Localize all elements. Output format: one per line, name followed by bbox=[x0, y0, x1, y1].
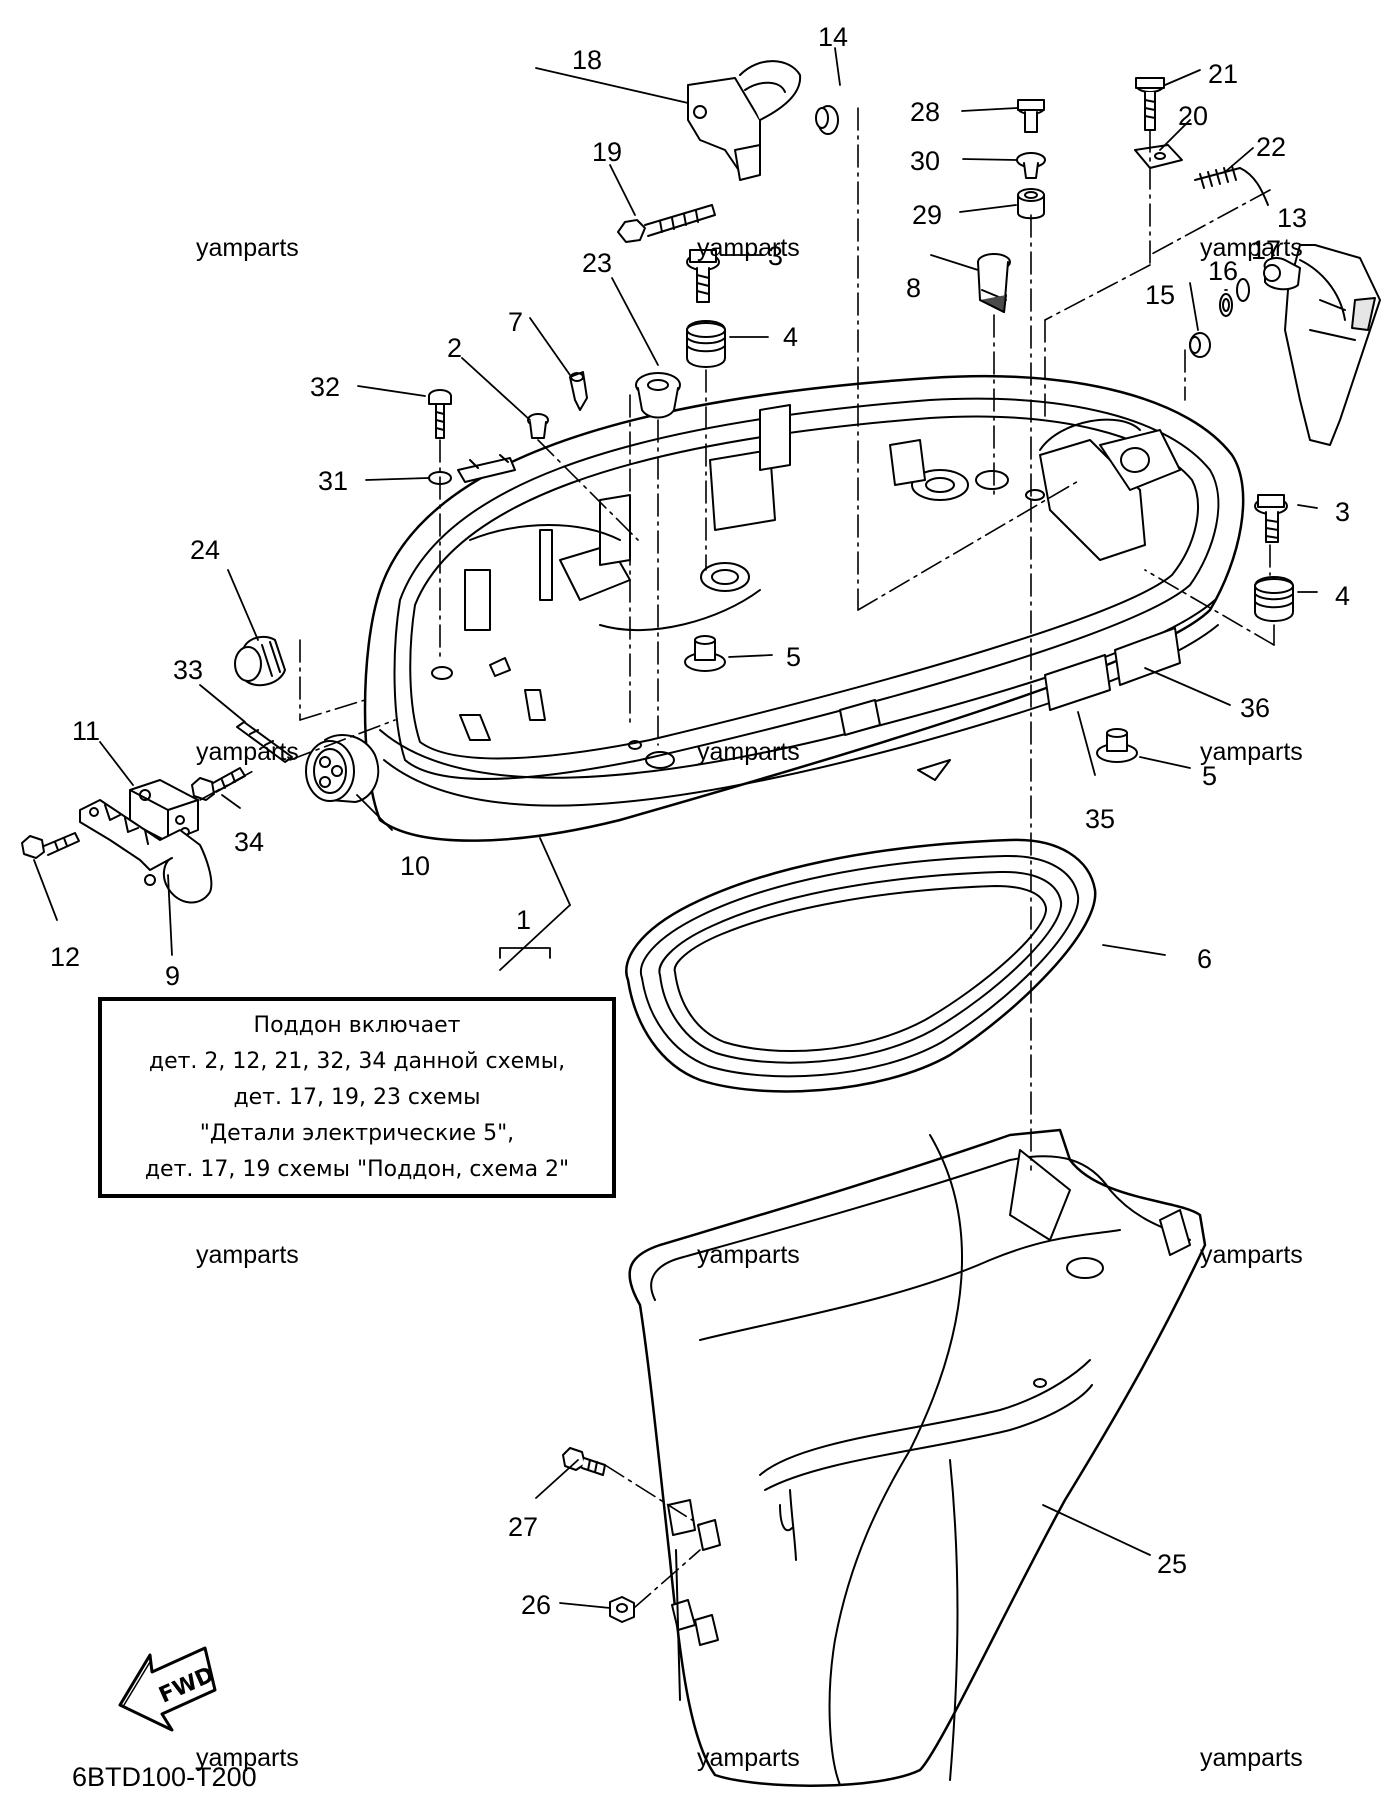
note-line: дет. 2, 12, 21, 32, 34 данной схемы, bbox=[148, 1048, 566, 1074]
note-line: "Детали электрические 5", bbox=[199, 1120, 515, 1146]
lever-13 bbox=[1263, 244, 1381, 446]
watermark: yamparts bbox=[196, 1241, 299, 1269]
collar-5-right bbox=[1096, 728, 1138, 763]
plug-2 bbox=[527, 413, 549, 439]
grommet-23 bbox=[635, 372, 681, 419]
callout-26: 26 bbox=[521, 1590, 552, 1620]
figure-code: 6BTD100-T200 bbox=[72, 1762, 257, 1792]
callout-21: 21 bbox=[1208, 59, 1239, 89]
note-line: Поддон включает bbox=[253, 1012, 461, 1038]
callout-14: 14 bbox=[818, 22, 849, 52]
apron bbox=[628, 1128, 1207, 1787]
callout-16: 16 bbox=[1208, 256, 1239, 286]
callout-29: 29 bbox=[912, 200, 943, 230]
note-line: дет. 17, 19 схемы "Поддон, схема 2" bbox=[144, 1156, 570, 1182]
watermark: yamparts bbox=[1200, 234, 1303, 262]
callout-11: 11 bbox=[72, 716, 101, 746]
washers-15-16-17 bbox=[1189, 278, 1250, 358]
callout-10: 10 bbox=[400, 851, 431, 881]
watermark: yamparts bbox=[697, 738, 800, 766]
callout-27: 27 bbox=[508, 1512, 539, 1542]
callout-17: 17 bbox=[1251, 235, 1282, 265]
collar-5-left bbox=[684, 635, 726, 672]
grommet-29 bbox=[1017, 188, 1045, 220]
callout-31: 31 bbox=[318, 466, 349, 496]
callout-3-top: 3 bbox=[768, 241, 784, 271]
nut-26 bbox=[609, 1596, 635, 1623]
callout-28: 28 bbox=[910, 97, 941, 127]
bolt-19 bbox=[617, 204, 716, 243]
fwd-arrow-icon bbox=[118, 1646, 217, 1732]
assembly-lines bbox=[199, 107, 1275, 1609]
callout-15: 15 bbox=[1145, 280, 1176, 310]
callout-4-right: 4 bbox=[1335, 581, 1351, 611]
leader-lines bbox=[33, 47, 1318, 1609]
callout-18: 18 bbox=[572, 45, 603, 75]
watermark: yamparts bbox=[697, 1241, 800, 1269]
callout-13: 13 bbox=[1277, 203, 1308, 233]
plate-20 bbox=[1134, 144, 1183, 169]
grommet-14 bbox=[815, 105, 839, 135]
callout-20: 20 bbox=[1178, 101, 1209, 131]
bolt-3-top bbox=[686, 249, 720, 303]
callout-34: 34 bbox=[234, 827, 265, 857]
bolt-21 bbox=[1135, 77, 1165, 131]
plate-33 bbox=[236, 721, 293, 763]
watermark: yamparts bbox=[196, 738, 299, 766]
callout-8: 8 bbox=[906, 273, 922, 303]
grommet-24 bbox=[234, 635, 286, 687]
plug-8 bbox=[977, 253, 1011, 313]
callout-25: 25 bbox=[1157, 1549, 1188, 1579]
watermark: yamparts bbox=[697, 1744, 800, 1772]
clamp-9 bbox=[79, 799, 213, 904]
watermark: yamparts bbox=[196, 234, 299, 262]
callout-32: 32 bbox=[310, 372, 341, 402]
callout-22: 22 bbox=[1256, 132, 1287, 162]
watermark: yamparts bbox=[1200, 1744, 1303, 1772]
rubber-mount-4-top bbox=[686, 320, 726, 368]
callout-9: 9 bbox=[165, 961, 181, 991]
bolt-27 bbox=[562, 1447, 606, 1476]
callout-30: 30 bbox=[910, 146, 941, 176]
bottom-cowling bbox=[363, 374, 1245, 842]
bracket-18 bbox=[687, 60, 802, 181]
clip-7 bbox=[569, 371, 588, 411]
cowling-gasket bbox=[625, 838, 1097, 1093]
bolt-34 bbox=[191, 767, 246, 801]
callout-19: 19 bbox=[592, 137, 623, 167]
screw-32 bbox=[428, 389, 452, 439]
bolt-28 bbox=[1017, 99, 1045, 133]
callout-35: 35 bbox=[1085, 804, 1116, 834]
spring-22 bbox=[1194, 165, 1269, 206]
callout-2: 2 bbox=[447, 333, 463, 363]
callout-1: 1 bbox=[516, 905, 532, 935]
washer-30 bbox=[1016, 152, 1046, 179]
callout-24: 24 bbox=[190, 535, 221, 565]
callout-4-top: 4 bbox=[783, 322, 799, 352]
grommet-10 bbox=[305, 734, 380, 803]
callout-33: 33 bbox=[173, 655, 204, 685]
callout-6: 6 bbox=[1197, 944, 1213, 974]
watermark: yamparts bbox=[1200, 1241, 1303, 1269]
callout-5-right: 5 bbox=[1202, 761, 1218, 791]
watermark: yamparts bbox=[1200, 738, 1303, 766]
callout-36: 36 bbox=[1240, 693, 1271, 723]
rubber-mount-4-right bbox=[1254, 576, 1294, 622]
callout-5-left: 5 bbox=[786, 642, 802, 672]
callout-3-right: 3 bbox=[1335, 497, 1351, 527]
callout-23: 23 bbox=[582, 248, 613, 278]
note-line: дет. 17, 19, 23 схемы bbox=[233, 1084, 481, 1110]
note-box: Поддон включает дет. 2, 12, 21, 32, 34 д… bbox=[98, 997, 616, 1198]
bolt-3-right bbox=[1254, 494, 1288, 543]
screw-12 bbox=[21, 832, 80, 859]
callout-12: 12 bbox=[50, 942, 81, 972]
watermark: yamparts bbox=[697, 234, 800, 262]
callout-7: 7 bbox=[508, 307, 524, 337]
watermark: yamparts bbox=[196, 1744, 299, 1772]
